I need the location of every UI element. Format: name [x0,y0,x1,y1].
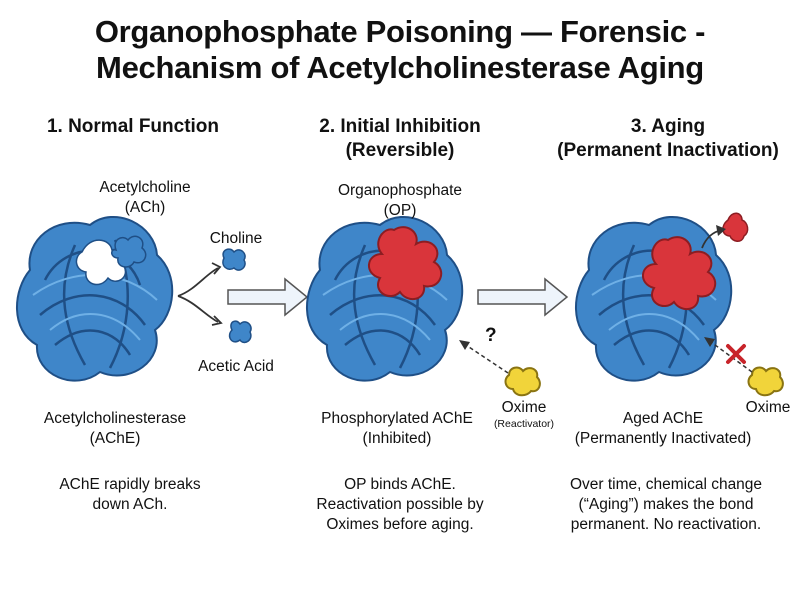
panel-3-description: Over time, chemical change (“Aging”) mak… [536,475,796,535]
panel-2-description-line-2: Reactivation possible by [316,496,484,513]
oxime-molecule-panel-2 [504,366,541,397]
acetylcholine-label-line-2: (ACh) [124,199,166,216]
title-line-2: Mechanism of Acetylcholinesterase Aging [96,50,704,85]
phosphorylated-ache-label-line-2: (Inhibited) [362,430,432,447]
ache-label: Acetylcholinesterase (AChE) [20,409,210,449]
process-arrow-1 [227,277,309,317]
panel-1-description: AChE rapidly breaks down ACh. [0,475,260,515]
panel-3-description-line-3: permanent. No reactivation. [570,516,762,533]
panel-2-heading-line-1: 2. Initial Inhibition [319,116,481,137]
oxime-label-panel-3: Oxime [745,399,791,416]
phosphorylated-ache-label: Phosphorylated AChE (Inhibited) [302,409,492,449]
panel-2-description-line-3: Oximes before aging. [326,516,474,533]
panel-2-description: OP binds AChE. Reactivation possible by … [270,475,530,535]
ache-label-line-1: Acetylcholinesterase [43,410,187,427]
panel-3-description-line-1: Over time, chemical change [569,476,763,493]
enzyme-blob-panel-1 [15,215,174,382]
acetic-acid-label: Acetic Acid [198,358,274,375]
phosphorylated-ache-label-line-1: Phosphorylated AChE [321,410,473,427]
organophosphate-label-line-1: Organophosphate [337,182,463,199]
oxime-reactivator-label: Oxime (Reactivator) [486,398,562,430]
choline-label: Choline [209,230,263,247]
panel-1-description-line-1: AChE rapidly breaks [59,476,201,493]
panel-2-heading-line-2: (Reversible) [345,140,455,161]
split-arrow [177,262,223,326]
page-title: Organophosphate Poisoning — Forensic - M… [0,14,800,86]
panel-3-heading: 3. Aging (Permanent Inactivation) [538,115,798,163]
block-x-icon [726,344,746,364]
title-line-1: Organophosphate Poisoning — Forensic - [94,14,706,49]
reactivation-question-mark: ? [485,325,497,346]
acetylcholine-label: Acetylcholine (ACh) [80,178,210,218]
panel-2-description-line-1: OP binds AChE. [344,476,456,493]
aged-ache-label-line-2: (Permanently Inactivated) [574,430,752,447]
oxime-label-panel-2: Oxime [501,399,547,416]
panel-2-heading: 2. Initial Inhibition (Reversible) [270,115,530,163]
panel-1-description-line-2: down ACh. [92,496,168,513]
process-arrow-2 [477,277,569,317]
aged-ache-label: Aged AChE (Permanently Inactivated) [563,409,763,449]
panel-3-description-line-2: (“Aging”) makes the bond [578,496,754,513]
panel-1-heading: 1. Normal Function [3,115,263,139]
panel-3-heading-line-1: 3. Aging [630,116,706,137]
acetylcholine-molecule [111,235,147,268]
reactivator-sublabel: (Reactivator) [493,418,555,430]
organophosphate-label-line-2: (OP) [383,202,417,219]
organophosphate-label: Organophosphate (OP) [325,181,475,221]
acetylcholine-label-line-1: Acetylcholine [99,179,191,196]
leaving-group-molecule [722,212,749,242]
panel-1-heading-line-1: 1. Normal Function [46,116,220,137]
oxime-molecule-panel-3 [747,366,784,397]
acetic-acid-molecule [228,320,252,344]
reactivation-dashed-arrow [459,340,509,374]
aged-ache-label-line-1: Aged AChE [622,410,704,427]
leaving-arrow [701,225,726,249]
blocked-dashed-arrow [704,337,753,373]
ache-label-line-2: (AChE) [89,430,141,447]
choline-molecule [222,248,246,271]
panel-3-heading-line-2: (Permanent Inactivation) [557,140,779,161]
